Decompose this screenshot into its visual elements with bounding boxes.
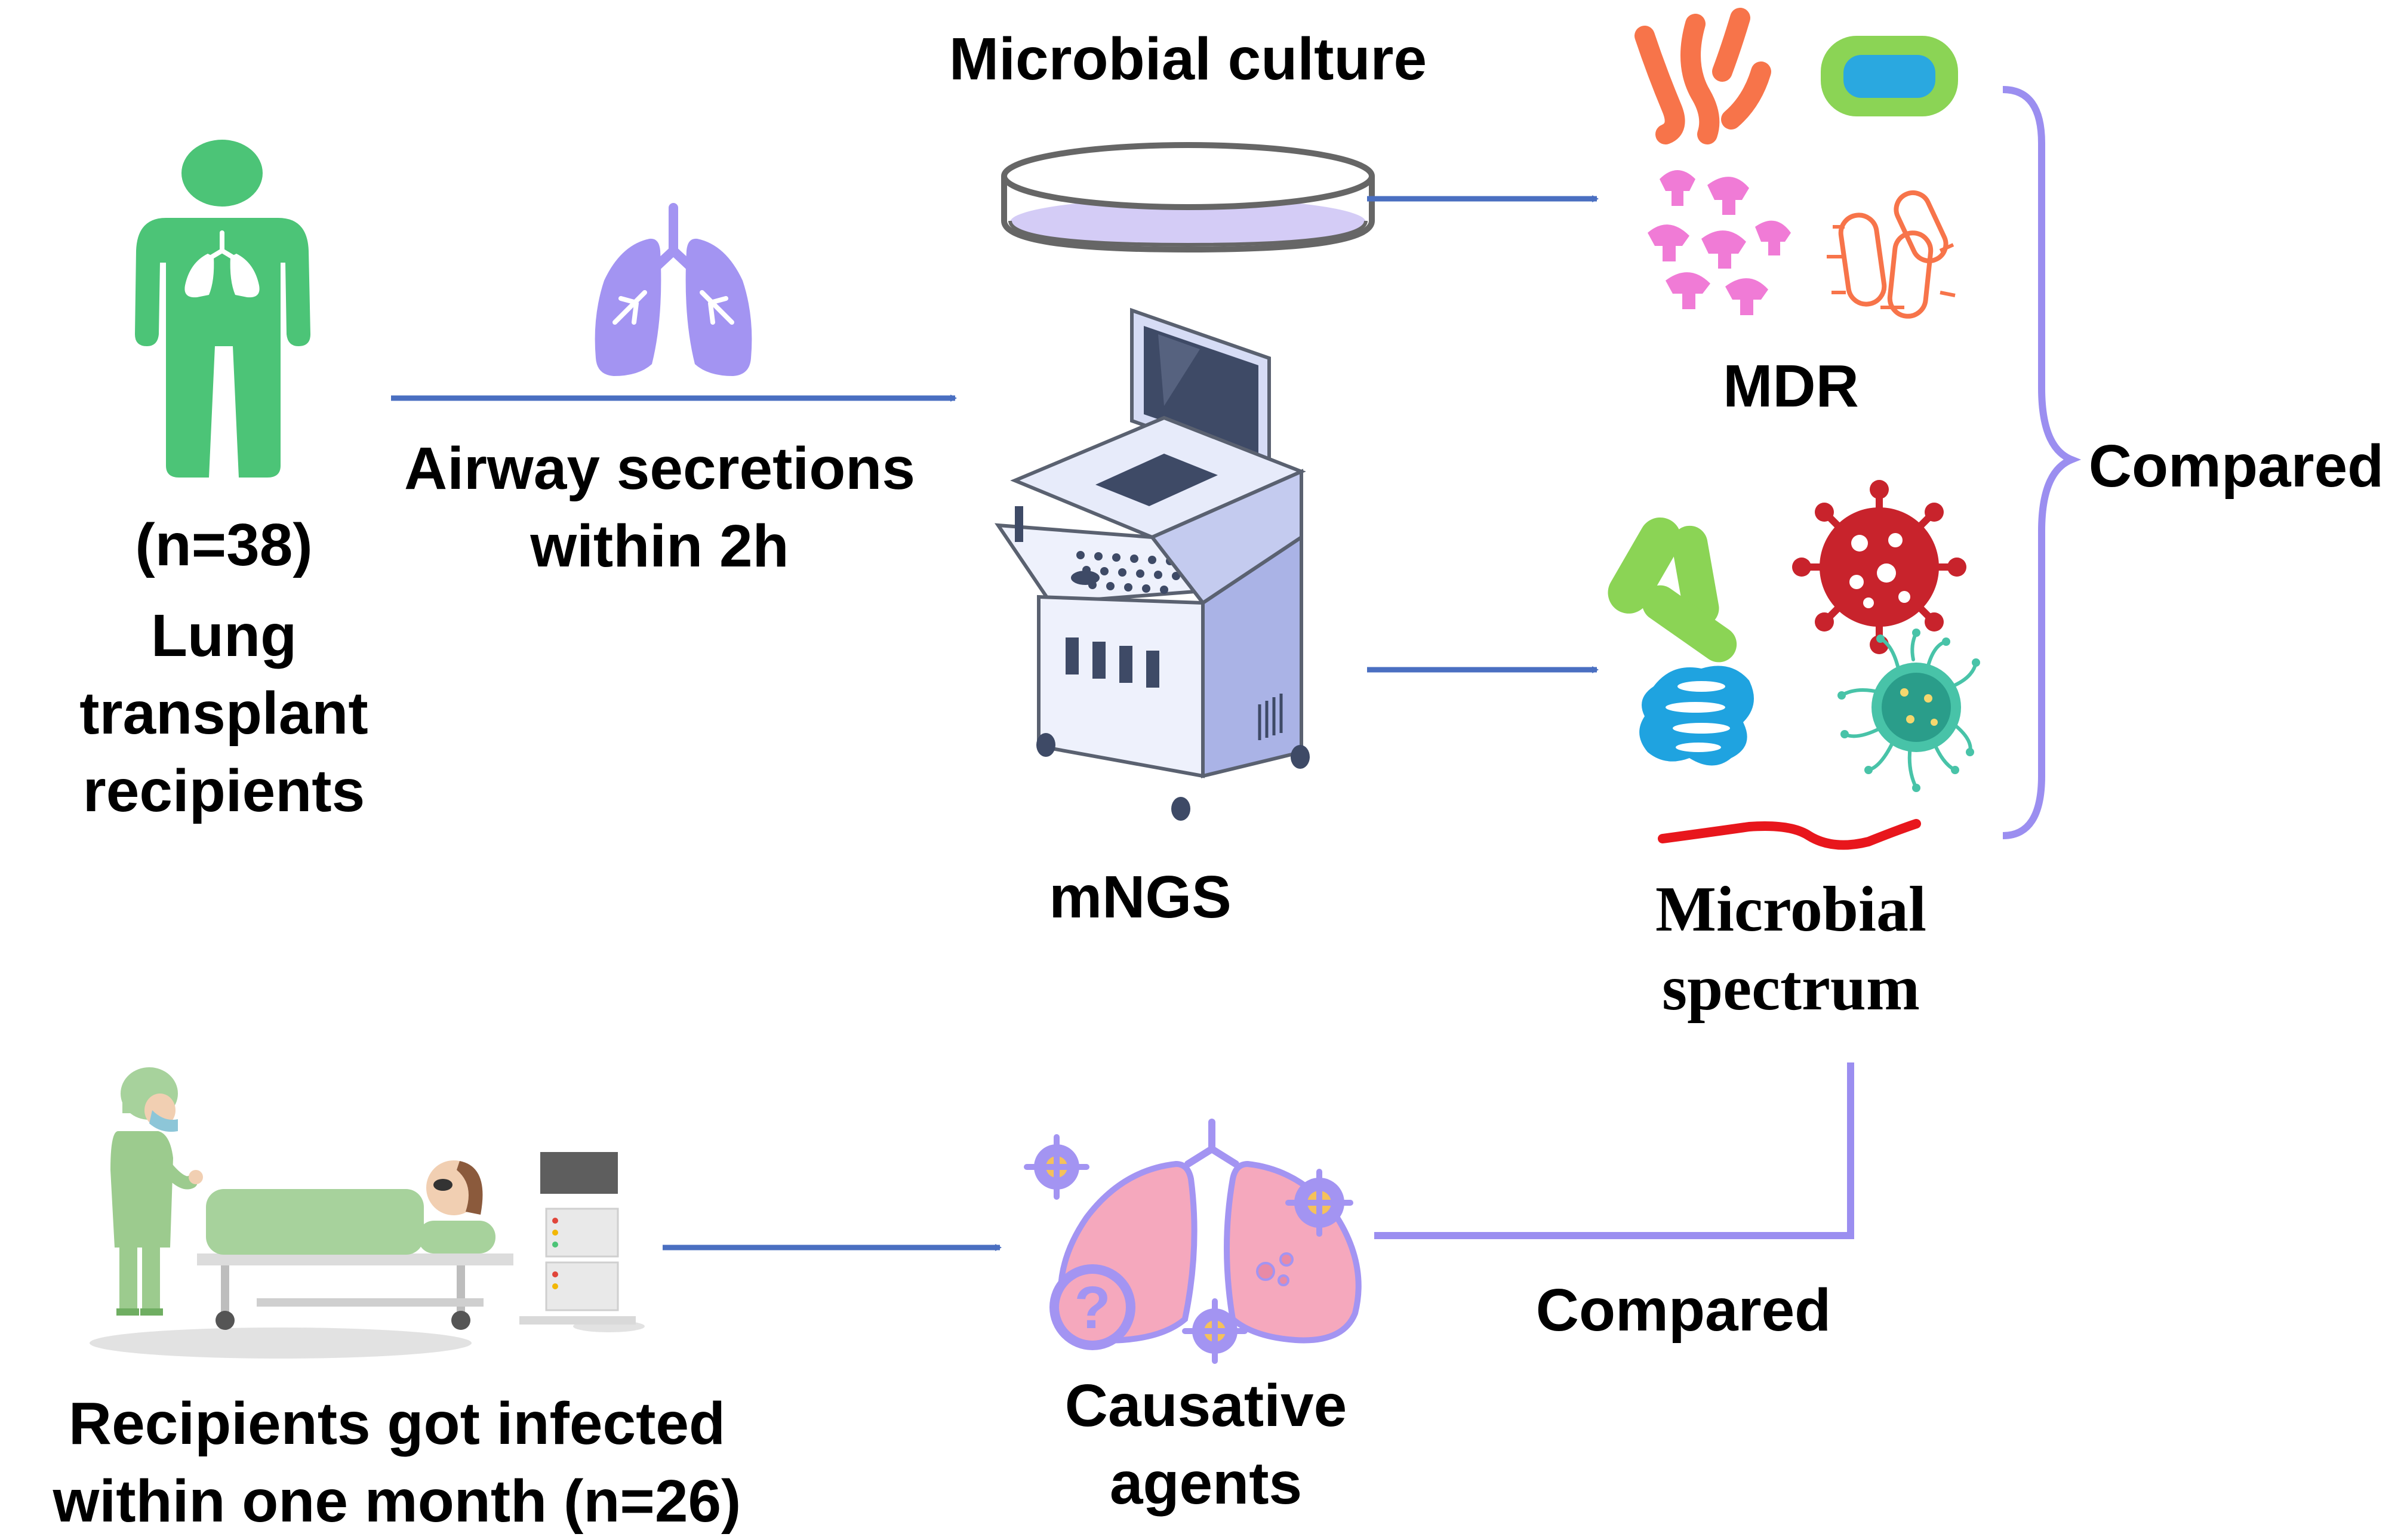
bacteria-icon [1608, 517, 1737, 663]
airway-secretions-label: Airway secretions within 2h [404, 435, 915, 580]
question-mark-icon: ? [1049, 1264, 1135, 1350]
svg-text:?: ? [1074, 1274, 1110, 1341]
fungus-icon [1639, 666, 1754, 766]
person-lungs-icon [135, 140, 310, 478]
virus-icon [1792, 480, 1966, 654]
compared-right-label: Compared [2088, 433, 2384, 500]
lungs-icon [595, 203, 752, 376]
mdr-label: MDR [1723, 353, 1859, 420]
mngs-label: mNGS [1049, 864, 1232, 931]
connector-spectrum-to-causative [1374, 1062, 1854, 1239]
worm-icon [1658, 819, 1921, 850]
recipients-infected-label: Recipients got infected within one month… [53, 1390, 741, 1535]
petri-dish-icon [1001, 142, 1375, 253]
infected-lungs-icon [1024, 1119, 1362, 1364]
causative-agents-label: Causative agents [1064, 1372, 1347, 1517]
sequencer-machine-icon [995, 307, 1310, 821]
comparison-brace [2002, 86, 2082, 839]
arrows [391, 199, 1597, 1248]
mdr-bacteria-icon [1634, 8, 1958, 319]
compared-bottom-label: Compared [1535, 1277, 1831, 1344]
fungus-icon [1837, 629, 1980, 792]
patient-bed-icon [90, 1067, 645, 1359]
lung-transplant-recipients-label: Lung transplant recipients [79, 602, 368, 824]
microbial-spectrum-label: Microbial spectrum [1655, 874, 1926, 1024]
sample-count-label: (n=38) [135, 512, 313, 578]
microbial-culture-label: Microbial culture [949, 26, 1427, 93]
